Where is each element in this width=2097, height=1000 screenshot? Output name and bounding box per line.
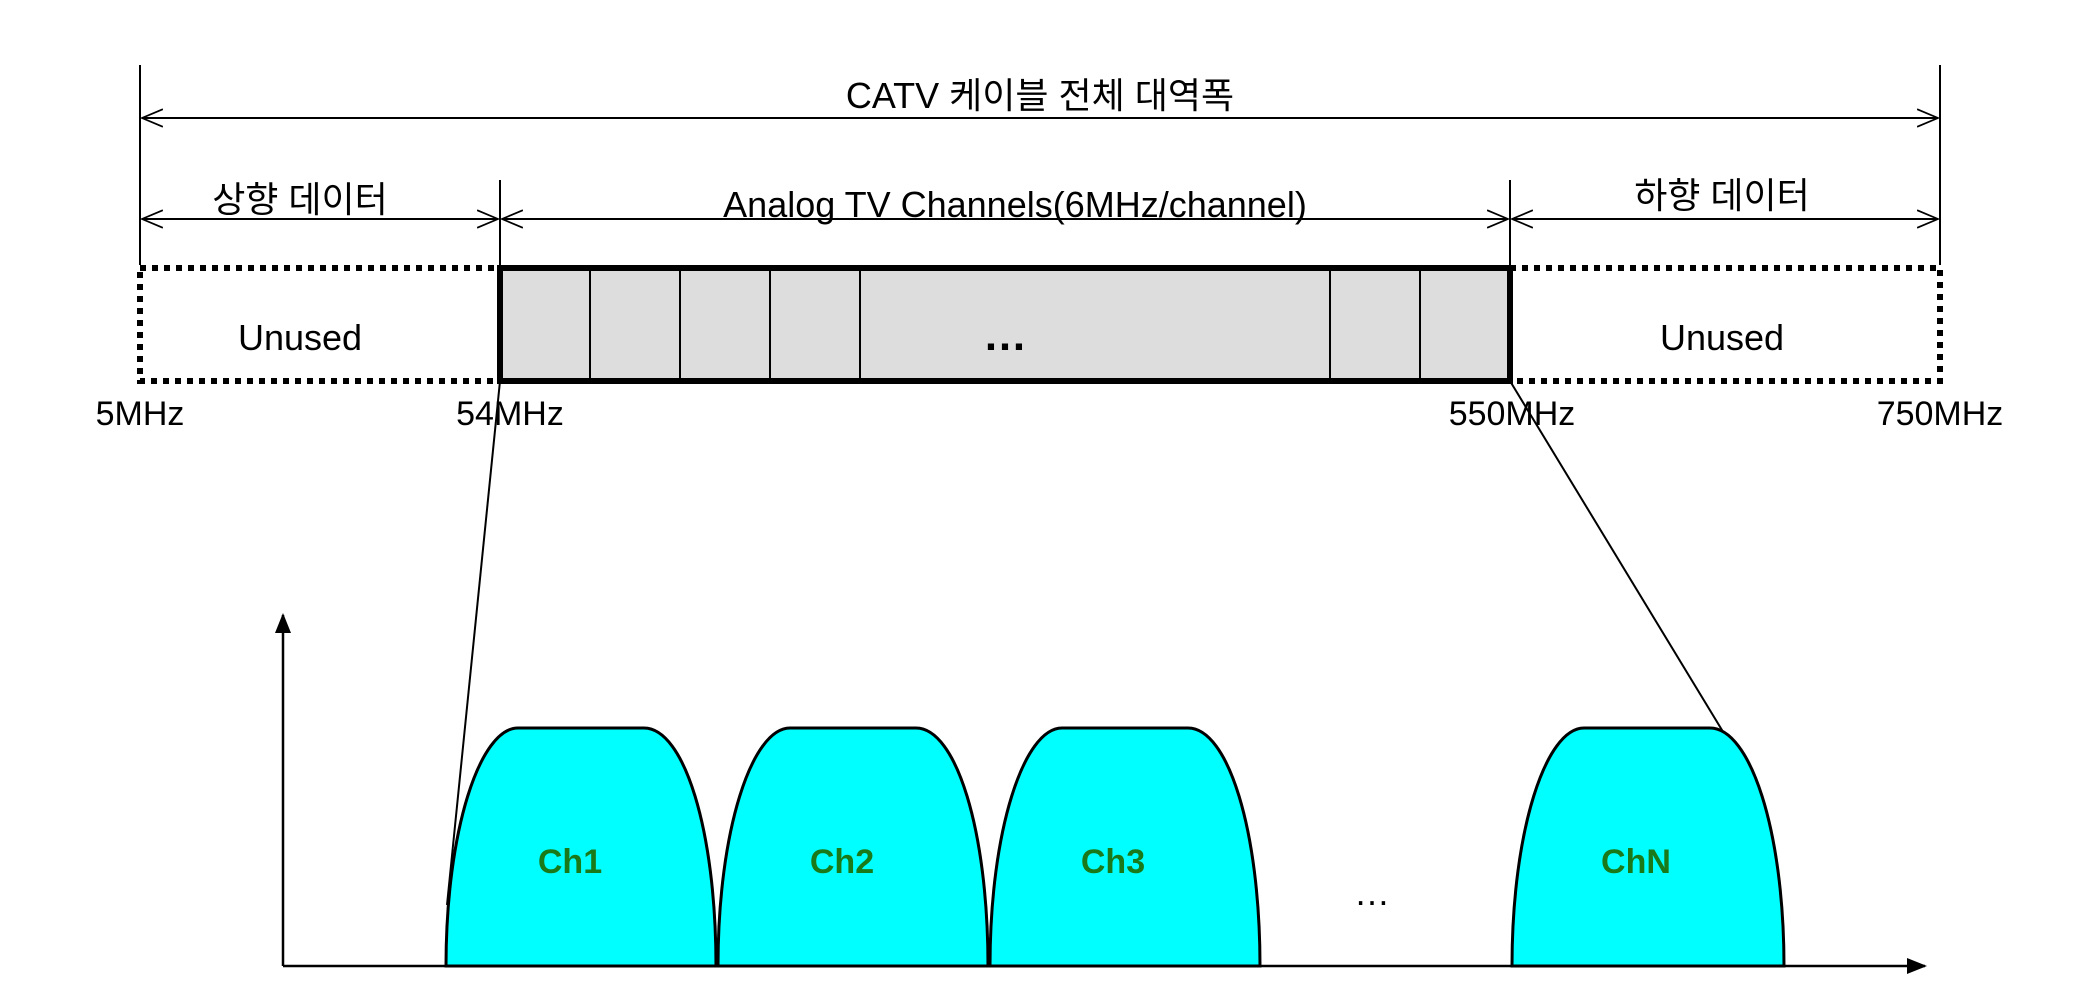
freq-label-5mhz: 5MHz bbox=[96, 395, 185, 433]
channel-spectra bbox=[444, 726, 1786, 968]
channel-label-chn: ChN bbox=[1601, 843, 1671, 881]
channel-shape-ch3 bbox=[988, 726, 1262, 968]
zoom-line-right bbox=[1509, 380, 1743, 764]
channel-dividers bbox=[589, 268, 1421, 381]
band-ellipsis: … bbox=[983, 311, 1027, 360]
channel-label-ch3: Ch3 bbox=[1081, 843, 1145, 881]
channel-shape-chn bbox=[1510, 726, 1786, 968]
total-bandwidth-label: CATV 케이블 전체 대역폭 bbox=[846, 75, 1234, 116]
channel-shape-ch2 bbox=[716, 726, 990, 968]
channel-label-ch1: Ch1 bbox=[538, 843, 602, 881]
downstream-label: 하향 데이터 bbox=[1634, 175, 1810, 216]
upstream-label: 상향 데이터 bbox=[212, 179, 388, 220]
channel-label-ch2: Ch2 bbox=[810, 843, 874, 881]
analog-channel-band bbox=[497, 265, 1513, 384]
unused-band-left bbox=[137, 265, 503, 384]
freq-label-550mhz: 550MHz bbox=[1449, 395, 1576, 433]
freq-label-750mhz: 750MHz bbox=[1877, 395, 2004, 433]
channel-shape-ch1 bbox=[444, 726, 718, 968]
unused-label-left: Unused bbox=[238, 317, 362, 358]
zoom-line-left bbox=[446, 380, 501, 906]
analog-channels-label: Analog TV Channels(6MHz/channel) bbox=[723, 184, 1307, 225]
unused-label-right: Unused bbox=[1660, 317, 1784, 358]
freq-label-54mhz: 54MHz bbox=[456, 395, 564, 433]
channel-ellipsis: … bbox=[1354, 872, 1390, 913]
unused-band-right bbox=[1507, 265, 1943, 384]
